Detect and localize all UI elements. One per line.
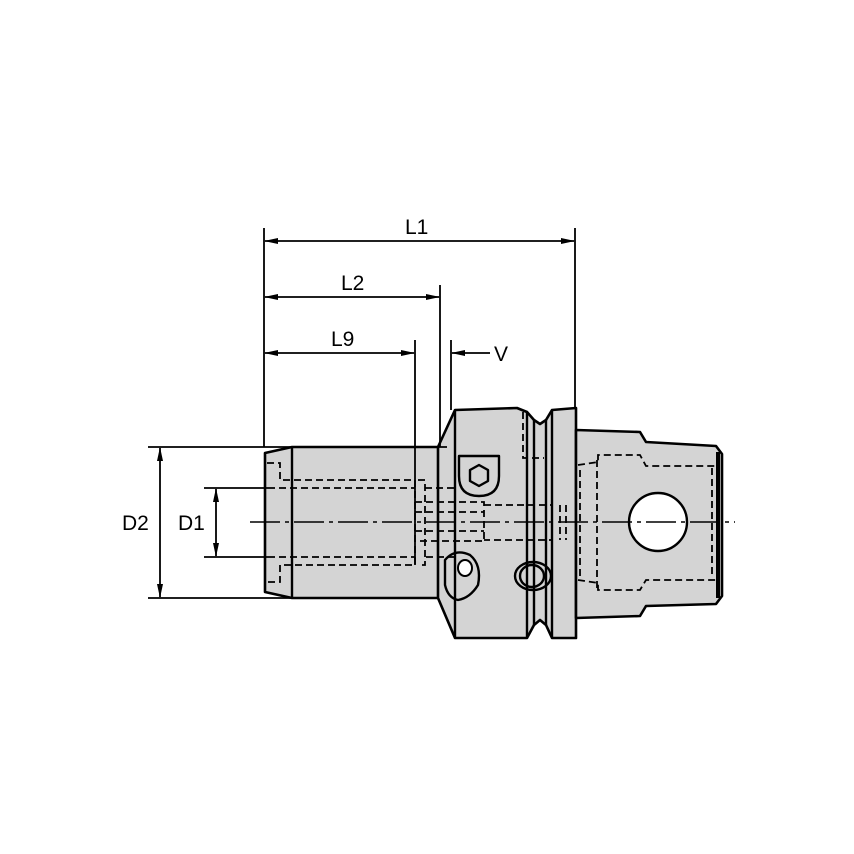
clamp-slot xyxy=(443,551,481,602)
dimensions: L1 L2 L9 V D2 D1 xyxy=(122,216,576,599)
flange xyxy=(436,406,578,640)
tool-holder-body xyxy=(263,406,724,640)
dim-V-label: V xyxy=(494,343,508,366)
hex-screw-pocket xyxy=(457,454,501,498)
ball-lock xyxy=(513,560,553,592)
dim-L2-label: L2 xyxy=(341,272,364,295)
dim-L9-label: L9 xyxy=(331,328,354,351)
dim-D2-label: D2 xyxy=(122,512,149,535)
dim-L1-label: L1 xyxy=(405,216,428,239)
hidden-lines xyxy=(267,412,716,591)
hex-screw-icon xyxy=(468,463,490,488)
dim-D1-label: D1 xyxy=(178,512,205,535)
